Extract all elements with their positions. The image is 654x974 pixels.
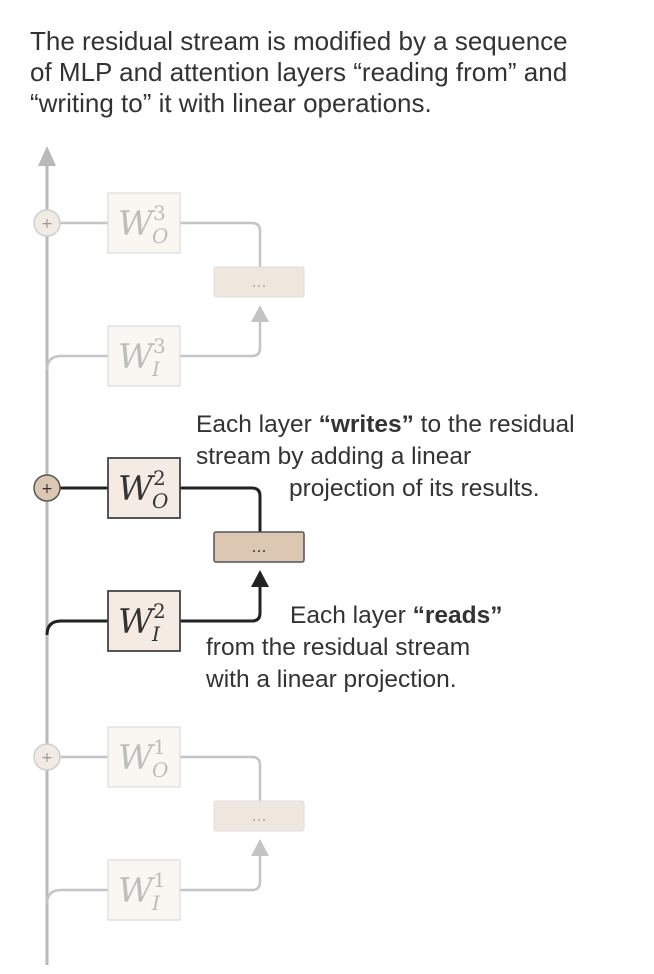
add-node-symbol: + [41,750,53,766]
writes-bold: “writes” [318,411,414,438]
output-weight-label-w: W [118,204,156,244]
layer-box-ellipsis: … [252,273,267,291]
output-weight-label-sub: O [152,758,168,782]
add-node [33,209,61,237]
add-node [33,743,61,771]
caption-line-1: The residual stream is modified by a seq… [30,26,568,56]
add-node-symbol: + [41,216,53,232]
input-weight-label-sub: I [151,357,161,381]
reads-annotation: Each layer “reads” from the residual str… [206,600,502,696]
writes-annotation: Each layer “writes” to the residual stre… [196,409,575,505]
input-weight-label-sub: I [151,891,161,915]
output-weight-label-sub: O [152,489,168,513]
read-to-layer-line [180,585,262,623]
input-weight-label-sup: 2 [153,599,166,623]
read-branch-line [45,619,108,636]
output-weight-label-w: W [118,469,156,509]
writes-line-3: projection of its results. [289,475,540,502]
layer-box [213,531,305,563]
output-weight-label-w: W [118,738,156,778]
output-weight-label-sub: O [152,224,168,248]
output-weight-label-sup: 2 [153,466,166,490]
input-weight-label-sub: I [151,622,161,646]
writes-line-1: Each layer “writes” to the residual [196,411,575,438]
input-weight-box [107,590,181,652]
output-weight-label-sup: 1 [153,735,166,759]
read-to-layer-line [180,320,262,358]
input-weight-label-w: W [118,871,156,911]
output-weight-box [107,457,181,519]
layer-box-ellipsis: … [252,538,267,556]
read-branch-line [45,354,108,371]
residual-stream-arrowhead [38,146,56,166]
input-weight-label-w: W [118,602,156,642]
output-weight-box [107,726,181,788]
output-weight-label-sup: 3 [153,201,166,225]
layer-box [213,266,305,298]
layer-box-ellipsis: … [252,807,267,825]
read-arrowhead [251,839,269,856]
input-weight-box [107,325,181,387]
caption: The residual stream is modified by a seq… [30,26,630,119]
input-weight-label-sup: 1 [153,868,166,892]
output-weight-box [107,192,181,254]
caption-line-3: “writing to” it with linear operations. [30,88,432,118]
writes-line-2: stream by adding a linear [196,443,472,470]
layer-to-write-line [180,755,262,801]
add-node [33,474,61,502]
caption-line-2: of MLP and attention layers “reading fro… [30,57,568,87]
reads-line-1: Each layer “reads” [290,602,503,629]
read-arrowhead [251,570,269,587]
input-weight-label-sup: 3 [153,334,166,358]
layer-to-write-line [180,221,262,267]
input-weight-label-w: W [118,337,156,377]
reads-line-2: from the residual stream [206,634,471,661]
add-node-symbol: + [41,481,53,497]
layer-box [213,800,305,832]
input-weight-box [107,859,181,921]
reads-bold: “reads” [412,602,503,629]
read-branch-line [45,888,108,905]
read-to-layer-line [180,854,262,892]
layer-to-write-line [180,486,262,532]
read-arrowhead [251,305,269,322]
reads-line-3: with a linear projection. [206,666,457,693]
